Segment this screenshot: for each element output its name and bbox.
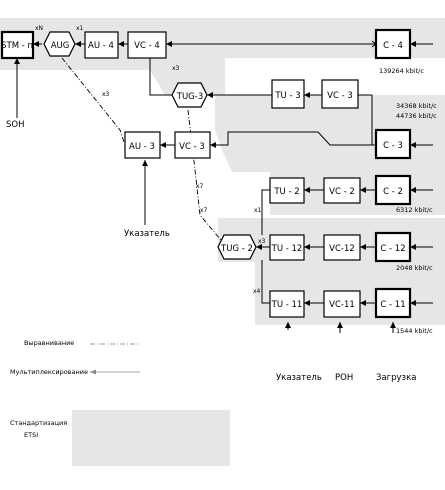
vc12-label: VC-12 [329, 244, 355, 254]
c11-label: C - 11 [380, 300, 405, 310]
rate-44736: 44736 kbit/c [396, 112, 437, 120]
stm-label: STM - n [1, 41, 33, 51]
pointer-label-bottom: Указатель [276, 373, 322, 383]
legend-standard-text-1: Стандартизация [10, 419, 67, 427]
rate-139264: 139264 kbit/c [379, 67, 424, 75]
tu2-label: TU - 2 [273, 187, 299, 197]
rate-1544: 1544 kbit/c [396, 327, 433, 335]
load-label: Загрузка [376, 373, 416, 383]
aug-label: AUG [51, 41, 70, 51]
vc4-label: VC - 4 [134, 41, 160, 51]
multiplier-labels: xN x1 x3 x3 x7 x7 x1 x3 x4 [35, 25, 266, 295]
c4-label: C - 4 [383, 41, 403, 51]
tu3-label: TU - 3 [274, 91, 300, 101]
tu12-label: TU - 12 [271, 244, 303, 254]
c2-label: C - 2 [383, 187, 403, 197]
mult-x3-tu12: x3 [258, 238, 266, 245]
rate-2048: 2048 kbit/c [396, 264, 433, 272]
vc3-left-label: VC - 3 [179, 142, 205, 152]
arrowheads [14, 41, 416, 328]
mult-x1: x1 [76, 25, 84, 32]
legend-standard-text-2: ETSI [24, 431, 38, 439]
block-shapes [0, 28, 412, 319]
multiplexing-lines [16, 40, 433, 333]
c12-label: C - 12 [380, 244, 405, 254]
mult-x3-tug3: x3 [172, 65, 180, 72]
block-labels: STM - n AUG AU - 4 VC - 4 C - 4 TUG-3 TU… [1, 41, 406, 310]
vc11-label: VC-11 [329, 300, 355, 310]
vc2-label: VC - 2 [329, 187, 355, 197]
rate-34368: 34368 kbit/c [396, 102, 437, 110]
mult-x1-tu2: x1 [254, 207, 262, 214]
au3-label: AU - 3 [129, 142, 155, 152]
mult-x7a: x7 [196, 183, 204, 190]
legend-multiplexing-arrow [90, 369, 96, 375]
mult-x3-au3: x3 [102, 91, 110, 98]
mult-xN: xN [35, 25, 43, 32]
au4-label: AU - 4 [88, 41, 114, 51]
legend: Выравнивание Мультиплексирование Стандар… [10, 339, 140, 439]
tug2-label: TUG - 2 [220, 244, 253, 254]
vc3-right-label: VC - 3 [327, 91, 353, 101]
c3-label: C - 3 [383, 141, 403, 151]
rate-6312: 6312 kbit/c [396, 206, 433, 214]
legend-multiplexing-text: Мультиплексирование [10, 368, 88, 376]
rate-labels: 139264 kbit/c 34368 kbit/c 44736 kbit/c … [379, 67, 437, 335]
mult-x4-tu11: x4 [253, 288, 261, 295]
legend-alignment-text: Выравнивание [24, 339, 74, 347]
annotation-labels: SOH Указатель Указатель POH Загрузка [6, 120, 416, 383]
poh-label: POH [335, 373, 353, 383]
tu11-label: TU - 11 [271, 300, 303, 310]
mult-x7b: x7 [200, 207, 208, 214]
tug3-label: TUG-3 [176, 92, 203, 102]
soh-label: SOH [6, 120, 24, 130]
pointer-label-top: Указатель [124, 229, 170, 239]
